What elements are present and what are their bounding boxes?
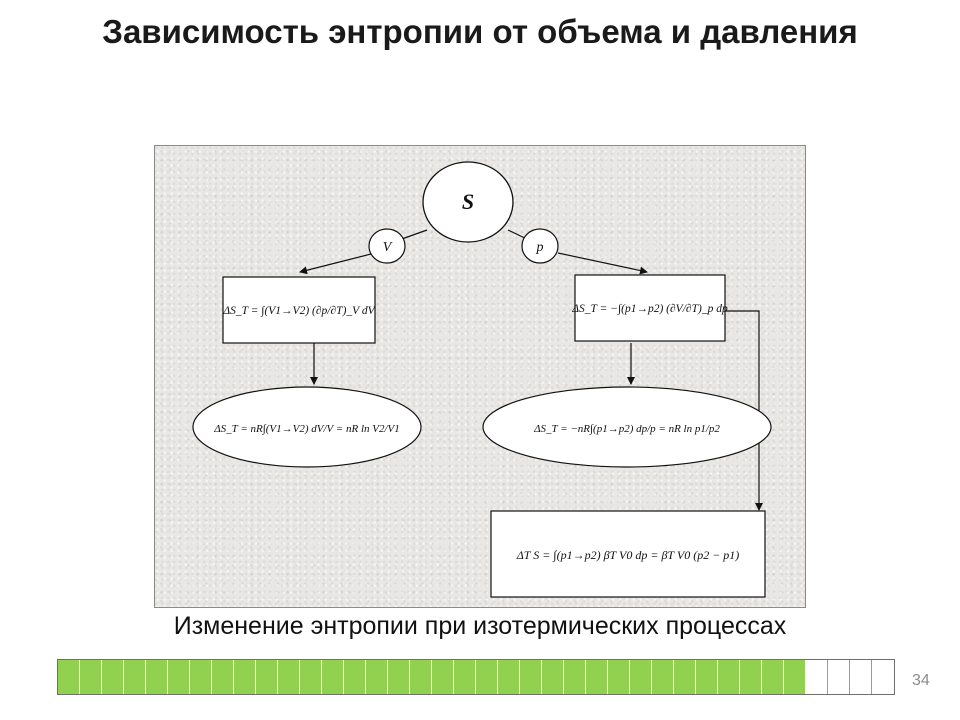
page-number: 34 <box>912 672 930 689</box>
progress-segment-filled <box>520 660 542 694</box>
progress-segment-filled <box>652 660 674 694</box>
progress-segment-filled <box>80 660 102 694</box>
ideal-gas-volume-formula: ΔS_T = nR∫(V1→V2) dV/V = nR ln V2/V1 <box>213 423 400 435</box>
progress-segment-filled <box>212 660 234 694</box>
condensed-phase-formula-box <box>490 510 766 598</box>
progress-segment-filled <box>410 660 432 694</box>
branch-node-v <box>368 228 406 264</box>
progress-segment-filled <box>344 660 366 694</box>
ideal-gas-pressure-formula: ΔS_T = −nR∫(p1→p2) dp/p = nR ln p1/p2 <box>533 423 720 435</box>
branch-label-p: p <box>536 240 544 255</box>
ideal-gas-pressure-ellipse <box>482 386 772 468</box>
progress-segment-empty <box>872 660 894 694</box>
progress-segment-filled <box>718 660 740 694</box>
progress-segment-filled <box>762 660 784 694</box>
progress-segment-filled <box>432 660 454 694</box>
slide-title: Зависимость энтропии от объема и давлени… <box>102 13 858 50</box>
progress-segment-filled <box>564 660 586 694</box>
progress-segment-empty <box>850 660 872 694</box>
progress-segment-filled <box>278 660 300 694</box>
isochoric-formula-box <box>222 276 376 344</box>
progress-segment-empty <box>806 660 828 694</box>
isobaric-formula-box <box>574 274 726 342</box>
isochoric-formula: ΔS_T = ∫(V1→V2) (∂p/∂T)_V dV <box>222 305 376 317</box>
progress-segment-empty <box>828 660 850 694</box>
progress-segment-filled <box>168 660 190 694</box>
entropy-diagram: S V p ΔS_T = ∫(V1→V2) (∂p/∂T)_V dV ΔS_T … <box>154 145 806 608</box>
progress-segment-filled <box>696 660 718 694</box>
progress-segment-filled <box>674 660 696 694</box>
progress-segment-filled <box>124 660 146 694</box>
progress-segment-filled <box>256 660 278 694</box>
progress-segment-filled <box>366 660 388 694</box>
progress-segment-filled <box>190 660 212 694</box>
ideal-gas-volume-ellipse <box>192 386 422 468</box>
progress-segment-filled <box>498 660 520 694</box>
root-label: S <box>462 189 474 214</box>
progress-segment-filled <box>388 660 410 694</box>
progress-segment-filled <box>608 660 630 694</box>
progress-segment-filled <box>146 660 168 694</box>
progress-segment-filled <box>784 660 806 694</box>
connector-lines <box>299 229 763 511</box>
progress-bar <box>57 659 895 695</box>
progress-segment-filled <box>58 660 80 694</box>
progress-segment-filled <box>740 660 762 694</box>
branch-label-v: V <box>383 240 393 255</box>
figure-caption: Изменение энтропии при изотермических пр… <box>173 612 787 640</box>
diagram-svg: S V p ΔS_T = ∫(V1→V2) (∂p/∂T)_V dV ΔS_T … <box>192 161 772 598</box>
isobaric-formula: ΔS_T = −∫(p1→p2) (∂V/∂T)_p dp <box>571 303 728 315</box>
progress-segment-filled <box>586 660 608 694</box>
progress-segment-filled <box>454 660 476 694</box>
root-node <box>422 161 514 243</box>
progress-segment-filled <box>542 660 564 694</box>
progress-segment-filled <box>476 660 498 694</box>
progress-segment-filled <box>630 660 652 694</box>
progress-segment-filled <box>300 660 322 694</box>
branch-node-p <box>521 228 559 264</box>
condensed-phase-formula: ΔT S = ∫(p1→p2) βT V0 dp = βT V0 (p2 − p… <box>516 548 740 562</box>
progress-segment-filled <box>234 660 256 694</box>
progress-segment-filled <box>322 660 344 694</box>
progress-segment-filled <box>102 660 124 694</box>
